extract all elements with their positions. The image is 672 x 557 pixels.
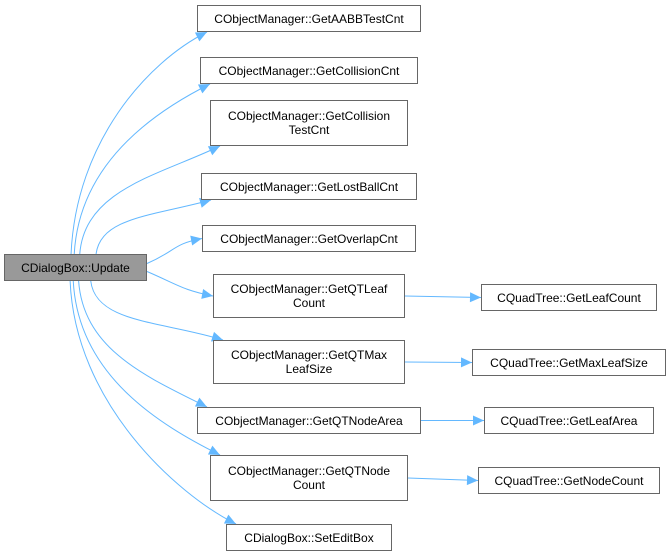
node-getqtnodearea[interactable]: CObjectManager::GetQTNodeArea bbox=[197, 407, 421, 434]
arrowhead-icon bbox=[223, 514, 236, 524]
edge-qtnode-to-qt_nodecount bbox=[407, 477, 479, 481]
arrowhead-icon bbox=[190, 235, 202, 246]
edge-update-to-lostball bbox=[95, 199, 212, 255]
node-getqtmaxleafsize[interactable]: CObjectManager::GetQTMax LeafSize bbox=[213, 340, 405, 384]
arrowhead-icon bbox=[473, 415, 484, 426]
node-getcollisioncnt[interactable]: CObjectManager::GetCollisionCnt bbox=[200, 57, 418, 84]
arrowhead-icon bbox=[460, 357, 472, 368]
node-cquadtree-getmaxleafsize[interactable]: CQuadTree::GetMaxLeafSize bbox=[472, 349, 666, 376]
arrowhead-icon bbox=[207, 445, 220, 455]
node-getcollisiontestcnt[interactable]: CObjectManager::GetCollision TestCnt bbox=[210, 100, 408, 146]
arrowhead-icon bbox=[469, 292, 481, 303]
arrowhead-icon bbox=[207, 146, 220, 156]
edge-update-to-colltest bbox=[79, 145, 221, 255]
node-getaabbtestcnt[interactable]: CObjectManager::GetAABBTestCnt bbox=[197, 5, 421, 32]
node-getqtleafcount[interactable]: CObjectManager::GetQTLeaf Count bbox=[213, 274, 405, 318]
arrowhead-icon bbox=[199, 198, 211, 208]
node-seteditbox[interactable]: CDialogBox::SetEditBox bbox=[226, 524, 392, 551]
edge-update-to-qtmax bbox=[90, 280, 224, 341]
arrowhead-icon bbox=[197, 84, 210, 94]
node-cquadtree-getnodecount[interactable]: CQuadTree::GetNodeCount bbox=[478, 467, 660, 494]
edge-qtmax-to-qt_maxleaf bbox=[404, 361, 473, 363]
edge-update-to-aabb bbox=[70, 31, 208, 255]
edge-update-to-qtarea bbox=[78, 280, 208, 408]
node-cquadtree-getleafarea[interactable]: CQuadTree::GetLeafArea bbox=[484, 407, 654, 434]
node-getoverlapcnt[interactable]: CObjectManager::GetOverlapCnt bbox=[202, 225, 416, 252]
arrowhead-icon bbox=[466, 475, 478, 486]
node-cquadtree-getleafcount[interactable]: CQuadTree::GetLeafCount bbox=[481, 284, 657, 311]
node-cdialogbox-update: CDialogBox::Update bbox=[4, 254, 147, 281]
edge-qtleaf-to-qt_leafcount bbox=[404, 295, 482, 298]
edge-update-to-qtnode bbox=[72, 280, 221, 456]
arrowhead-icon bbox=[201, 289, 213, 299]
arrowhead-icon bbox=[194, 397, 207, 407]
node-getqtnodecount[interactable]: CObjectManager::GetQTNode Count bbox=[210, 455, 408, 501]
node-getlostballcnt[interactable]: CObjectManager::GetLostBallCnt bbox=[201, 173, 417, 200]
arrowhead-icon bbox=[194, 32, 207, 42]
arrowhead-icon bbox=[211, 331, 223, 342]
edge-update-to-coll bbox=[73, 83, 211, 255]
edge-update-to-seteditbox bbox=[69, 280, 237, 525]
